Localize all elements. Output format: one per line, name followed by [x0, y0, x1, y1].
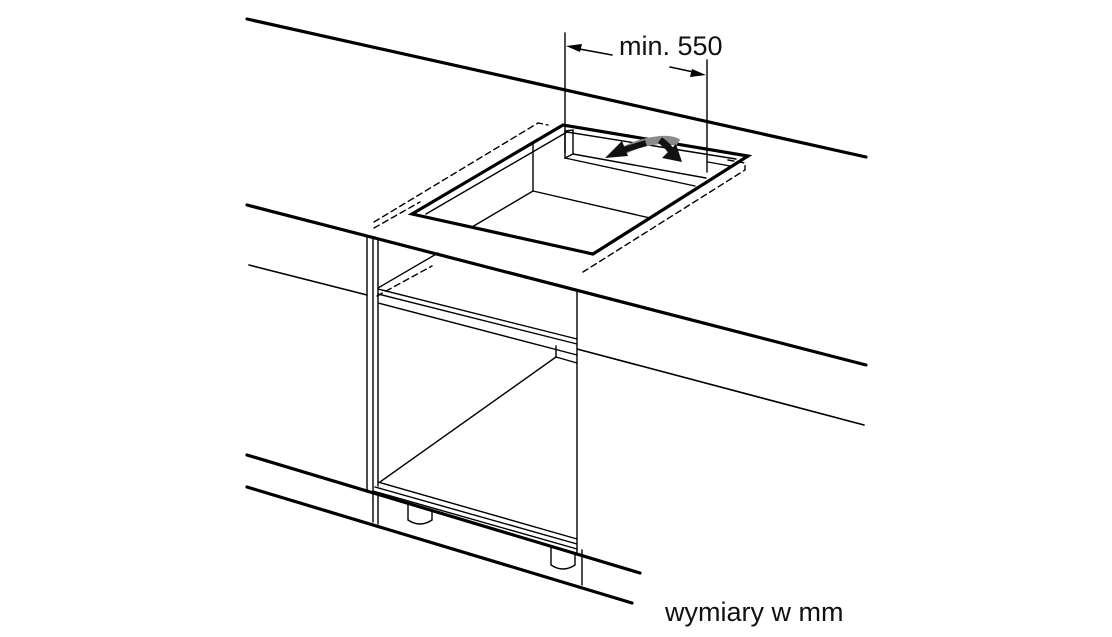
- cabinet-interior-back-top: [555, 356, 578, 364]
- hob-contour-dashed-left-lower: [373, 201, 421, 229]
- worktop-back-edge: [245, 17, 868, 159]
- units-note: wymiary w mm: [665, 597, 844, 627]
- cutout-outline: [407, 123, 753, 256]
- dimension-arrowhead-right: [690, 69, 706, 77]
- cabinet-foot-right: [550, 547, 576, 570]
- cutout-floor-back: [532, 190, 651, 219]
- worktop-front-bottom-edge-left: [248, 264, 368, 296]
- rear-rail-right-stub: [707, 161, 731, 167]
- cabinet-base-rail-2: [374, 486, 578, 545]
- cabinet-rail-3: [377, 302, 578, 356]
- cutout-inner-ledge: [425, 131, 737, 215]
- worktop-front-bottom-edge-right: [576, 348, 865, 426]
- cabinet-foot-left: [407, 504, 433, 525]
- cabinet-rail-1: [377, 288, 578, 340]
- rear-rail: [564, 129, 574, 160]
- hob-contour-dashed-right: [582, 159, 746, 273]
- rear-rail-top: [572, 153, 707, 179]
- rear-rail-bottom: [564, 157, 696, 187]
- cabinet-base-rail-3: [372, 490, 578, 550]
- worktop-front-top-edge: [245, 203, 868, 367]
- cabinet-interior-diagonal: [379, 356, 557, 483]
- cutout-floor-left: [471, 190, 534, 228]
- cabinet-top-rear: [377, 252, 439, 289]
- cabinet-rail-2: [377, 293, 578, 345]
- cabinet-base-rail-1: [377, 481, 578, 540]
- insert-direction-arrow-icon: [605, 135, 682, 162]
- dimension-label-min-550: min. 550: [619, 31, 723, 61]
- plinth-bottom-edge: [245, 485, 634, 605]
- hob-contour-dashed: [373, 122, 549, 223]
- dimension-arrowhead-left: [566, 44, 582, 52]
- plinth-top-edge: [245, 453, 642, 575]
